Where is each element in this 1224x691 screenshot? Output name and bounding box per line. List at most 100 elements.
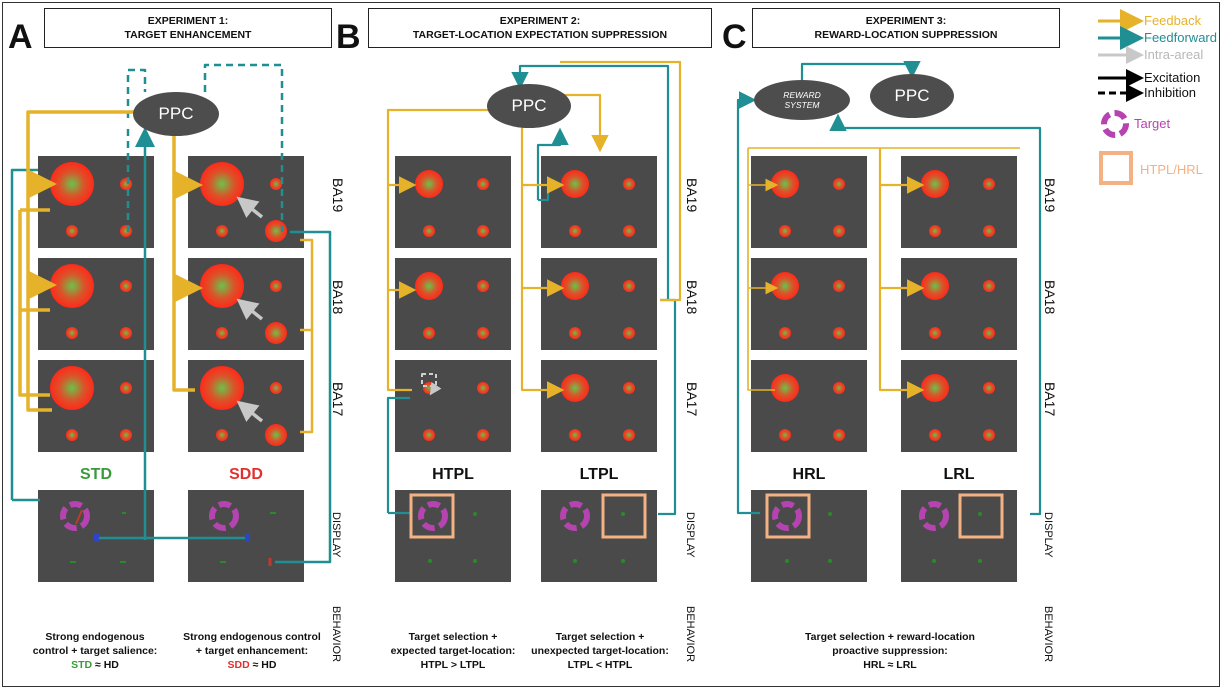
panel-b-connections [386, 60, 682, 516]
activity-circle [983, 225, 995, 237]
exp2-title-line2: TARGET-LOCATION EXPECTATION SUPPRESSION [412, 29, 668, 41]
beh-c-2: proactive suppression: [832, 645, 948, 657]
activity-circle [983, 327, 995, 339]
behavior-a-right: Strong endogenous control + target enhan… [172, 630, 332, 672]
activity-circle [983, 178, 995, 190]
activity-circle [983, 429, 995, 441]
activity-circle [779, 429, 791, 441]
activity-circle [200, 366, 244, 410]
activity-circle [779, 327, 791, 339]
label-c-display: DISPLAY [1042, 512, 1054, 558]
activity-circle [921, 272, 949, 300]
activity-circle [423, 225, 435, 237]
grid-c-right-ba18 [901, 258, 1017, 350]
activity-circle [833, 429, 845, 441]
legend-target: Target [1134, 116, 1171, 131]
panel-c-connections [736, 60, 1042, 516]
activity-circle [983, 280, 995, 292]
activity-circle [623, 280, 635, 292]
activity-circle [120, 327, 132, 339]
activity-circle [477, 280, 489, 292]
activity-circle [216, 429, 228, 441]
legend-feedforward: Feedforward [1144, 30, 1217, 45]
activity-circle [477, 382, 489, 394]
beh-c-3: HRL ≈ LRL [863, 659, 917, 671]
behavior-c: Target selection + reward-location proac… [790, 630, 990, 672]
exp3-title-line2: REWARD-LOCATION SUPPRESSION [814, 29, 998, 41]
grid-b-left-ba18 [395, 258, 511, 350]
activity-circle [569, 327, 581, 339]
activity-circle [477, 429, 489, 441]
grid-b-right-ba19 [541, 156, 657, 248]
beh-a-right-2: + target enhancement: [195, 645, 309, 657]
grid-b-right-ba18 [541, 258, 657, 350]
activity-circle [623, 382, 635, 394]
activity-circle [623, 178, 635, 190]
legend-htpl: HTPL/HRL [1140, 162, 1203, 177]
activity-circle [771, 374, 799, 402]
activity-circle [50, 264, 94, 308]
activity-circle [477, 178, 489, 190]
activity-circle [833, 327, 845, 339]
cond-hrl: HRL [792, 466, 826, 483]
ppc-node-b: PPC [487, 84, 571, 128]
label-a-ba19: BA19 [330, 178, 346, 213]
exp3-title-box: EXPERIMENT 3: REWARD-LOCATION SUPPRESSIO… [752, 8, 1060, 48]
activity-circle [270, 280, 282, 292]
ppc-node-c: PPC [870, 74, 954, 118]
legend-intra: Intra-areal [1144, 47, 1204, 62]
activity-circle [569, 225, 581, 237]
activity-circle [623, 225, 635, 237]
label-c-ba19: BA19 [1042, 178, 1058, 213]
legend-excitation: Excitation [1144, 70, 1201, 85]
label-a-display: DISPLAY [330, 512, 342, 558]
activity-circle [929, 327, 941, 339]
panel-a-letter: A [8, 18, 33, 56]
exp1-title-line2: TARGET ENHANCEMENT [124, 29, 252, 41]
activity-circle [623, 429, 635, 441]
activity-circle [833, 225, 845, 237]
grid-b-left-ba17 [395, 360, 511, 452]
panel-c-letter: C [722, 18, 747, 56]
activity-circle [983, 382, 995, 394]
reward-system-node: REWARD SYSTEM [754, 80, 850, 120]
activity-circle [423, 429, 435, 441]
activity-circle [477, 327, 489, 339]
ppc-node-a: PPC [133, 92, 219, 136]
activity-circle [120, 280, 132, 292]
cond-std: STD [80, 466, 112, 483]
activity-circle [120, 178, 132, 190]
beh-b-left-2: expected target-location: [390, 645, 516, 657]
activity-circle [477, 225, 489, 237]
grid-c-left-ba19 [751, 156, 867, 248]
activity-circle [929, 429, 941, 441]
activity-circle [265, 424, 287, 446]
beh-a-right-1: Strong endogenous control [183, 631, 321, 643]
label-b-ba18: BA18 [684, 280, 700, 315]
grid-b-right-ba17 [541, 360, 657, 452]
activity-circle [771, 272, 799, 300]
label-a-ba18: BA18 [330, 280, 346, 315]
activity-circle [200, 264, 244, 308]
activity-circle [120, 429, 132, 441]
label-b-ba17: BA17 [684, 382, 700, 417]
cond-htpl: HTPL [432, 466, 474, 483]
activity-circle [921, 374, 949, 402]
legend-feedback: Feedback [1144, 13, 1202, 28]
activity-circle [415, 170, 443, 198]
beh-b-right-3: LTPL < HTPL [567, 659, 633, 671]
activity-circle [623, 327, 635, 339]
activity-circle [561, 272, 589, 300]
beh-b-right-2: unexpected target-location: [531, 645, 669, 657]
cond-ltpl: LTPL [579, 466, 619, 483]
beh-b-left-3: HTPL > LTPL [420, 659, 486, 671]
grid-c-left-ba18 [751, 258, 867, 350]
legend-inhibition: Inhibition [1144, 85, 1197, 100]
grid-c-right-ba17 [901, 360, 1017, 452]
beh-a-left-1: Strong endogenous [45, 631, 145, 643]
activity-circle [120, 382, 132, 394]
activity-circle [833, 382, 845, 394]
legend-graphics [1098, 9, 1144, 185]
